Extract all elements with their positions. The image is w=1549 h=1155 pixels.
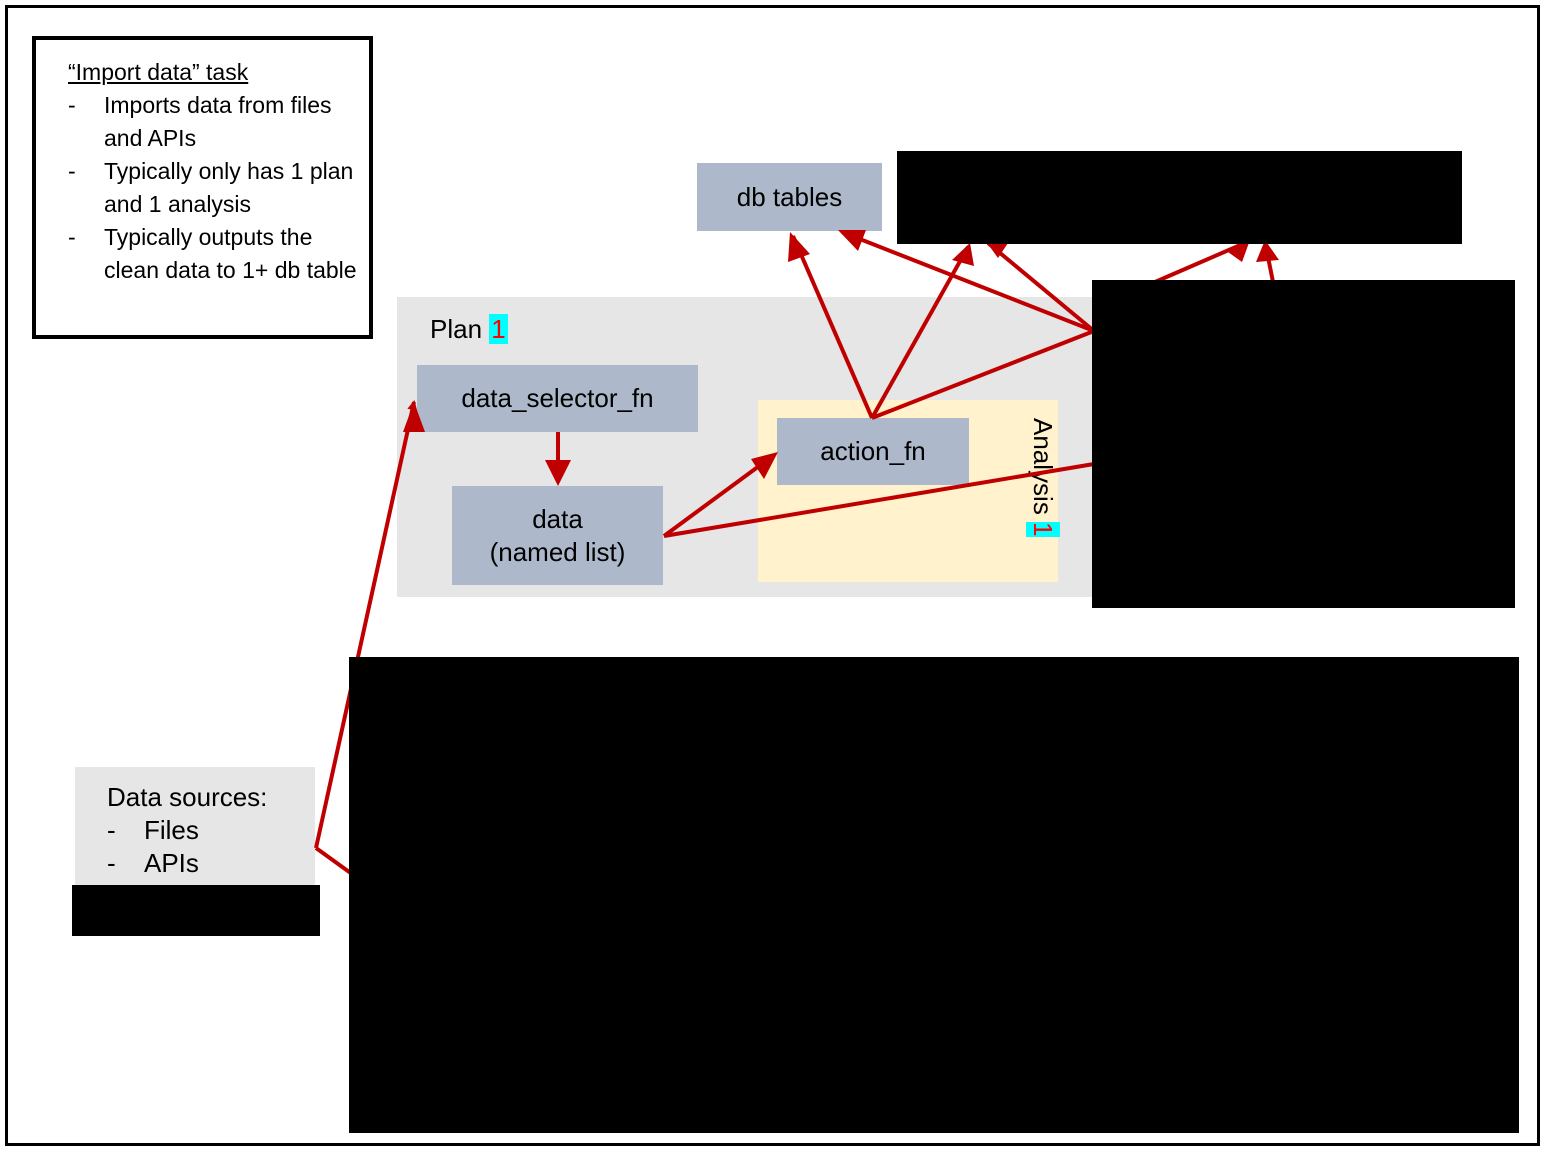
diagram-frame	[5, 5, 1540, 1146]
task-title: “Import data” task	[68, 59, 249, 85]
task-bullet-text: Typically only has 1 plan and 1 analysis	[104, 158, 354, 217]
task-bullet: - Typically outputs the clean data to 1+…	[68, 221, 359, 287]
task-description-box: “Import data” task - Imports data from f…	[32, 36, 373, 339]
db-tables-node: db tables	[697, 163, 882, 231]
action-fn-node: action_fn	[777, 418, 969, 485]
task-bullet: - Typically only has 1 plan and 1 analys…	[68, 155, 359, 221]
data-selector-fn-node: data_selector_fn	[417, 365, 698, 432]
analysis-number-badge: 1	[1026, 522, 1060, 537]
plan-number-badge: 1	[489, 314, 508, 344]
redacted-block	[349, 657, 1519, 1133]
redacted-block	[897, 151, 1462, 244]
data-named-list-node: data (named list)	[452, 486, 663, 585]
data-source-item: - Files	[107, 815, 199, 845]
data-source-item: - APIs	[107, 848, 199, 878]
task-bullet-text: Typically outputs the clean data to 1+ d…	[104, 224, 357, 283]
plan-label: Plan 1	[430, 314, 508, 344]
redacted-block	[72, 885, 320, 936]
task-bullet-text: Imports data from files and APIs	[104, 92, 332, 151]
data-sources-box: Data sources: - Files - APIs	[75, 767, 315, 885]
analysis-label: Analysis 1	[1026, 418, 1060, 537]
data-sources-title: Data sources:	[107, 782, 268, 812]
task-bullet: - Imports data from files and APIs	[68, 89, 359, 155]
redacted-block	[1092, 280, 1515, 608]
